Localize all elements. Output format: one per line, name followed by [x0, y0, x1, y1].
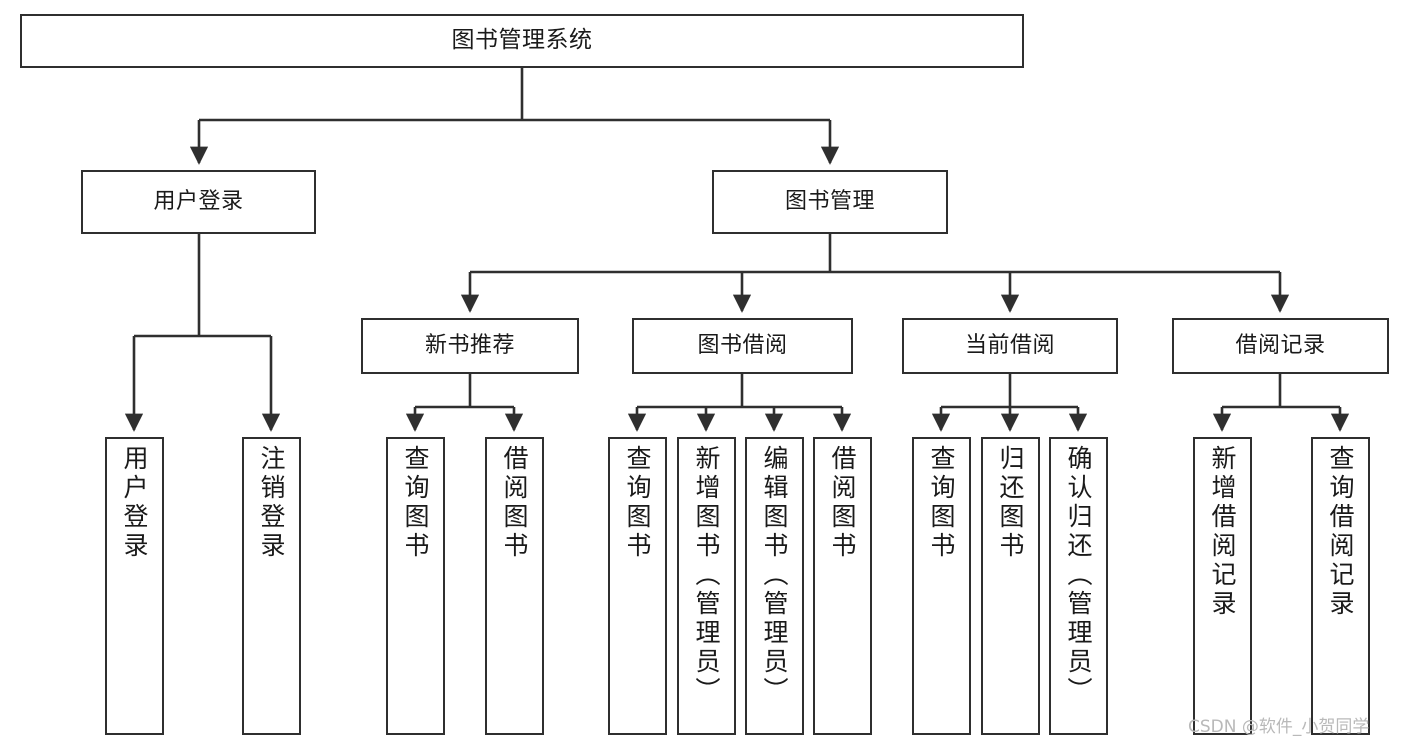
node-label: 新增借阅记录 [1208, 445, 1237, 619]
node-label: 编辑图书（管理员） [760, 445, 789, 706]
node-label: 确认归还（管理员） [1064, 445, 1093, 706]
node-current-borrow[interactable]: 当前借阅 [902, 318, 1118, 374]
node-label: 图书管理 [784, 189, 875, 215]
node-label: 用户登录 [153, 189, 244, 215]
node-new-book-recommend[interactable]: 新书推荐 [361, 318, 579, 374]
watermark: CSDN @软件_小贺同学 [1188, 717, 1370, 737]
node-user-login[interactable]: 用户登录 [81, 170, 316, 234]
leaf-borrow-borrow-book[interactable]: 借阅图书 [813, 437, 872, 735]
leaf-record-add-record[interactable]: 新增借阅记录 [1193, 437, 1252, 735]
node-label: 新增图书（管理员） [692, 445, 721, 706]
node-label: 借阅记录 [1235, 333, 1326, 359]
node-label: 借阅图书 [828, 445, 857, 561]
node-root-system[interactable]: 图书管理系统 [20, 14, 1024, 68]
node-book-borrow[interactable]: 图书借阅 [632, 318, 853, 374]
node-label: 查询图书 [623, 445, 652, 561]
leaf-current-query-book[interactable]: 查询图书 [912, 437, 971, 735]
node-label: 注销登录 [257, 445, 286, 561]
leaf-record-query-record[interactable]: 查询借阅记录 [1311, 437, 1370, 735]
leaf-user-login-logout[interactable]: 注销登录 [242, 437, 301, 735]
leaf-borrow-query-book[interactable]: 查询图书 [608, 437, 667, 735]
node-label: 查询图书 [401, 445, 430, 561]
node-label: 借阅图书 [500, 445, 529, 561]
leaf-borrow-add-book-admin[interactable]: 新增图书（管理员） [677, 437, 736, 735]
leaf-borrow-edit-book-admin[interactable]: 编辑图书（管理员） [745, 437, 804, 735]
node-label: 图书借阅 [697, 333, 788, 359]
leaf-recommend-borrow-book[interactable]: 借阅图书 [485, 437, 544, 735]
node-label: 图书管理系统 [451, 27, 593, 54]
node-label: 新书推荐 [424, 333, 515, 359]
leaf-user-login-login[interactable]: 用户登录 [105, 437, 164, 735]
node-borrow-record[interactable]: 借阅记录 [1172, 318, 1389, 374]
node-label: 查询借阅记录 [1326, 445, 1355, 619]
leaf-current-confirm-return-admin[interactable]: 确认归还（管理员） [1049, 437, 1108, 735]
node-label: 用户登录 [120, 445, 149, 561]
node-label: 查询图书 [927, 445, 956, 561]
leaf-recommend-query-book[interactable]: 查询图书 [386, 437, 445, 735]
node-book-management[interactable]: 图书管理 [712, 170, 948, 234]
node-label: 归还图书 [996, 445, 1025, 561]
leaf-current-return-book[interactable]: 归还图书 [981, 437, 1040, 735]
node-label: 当前借阅 [964, 333, 1055, 359]
